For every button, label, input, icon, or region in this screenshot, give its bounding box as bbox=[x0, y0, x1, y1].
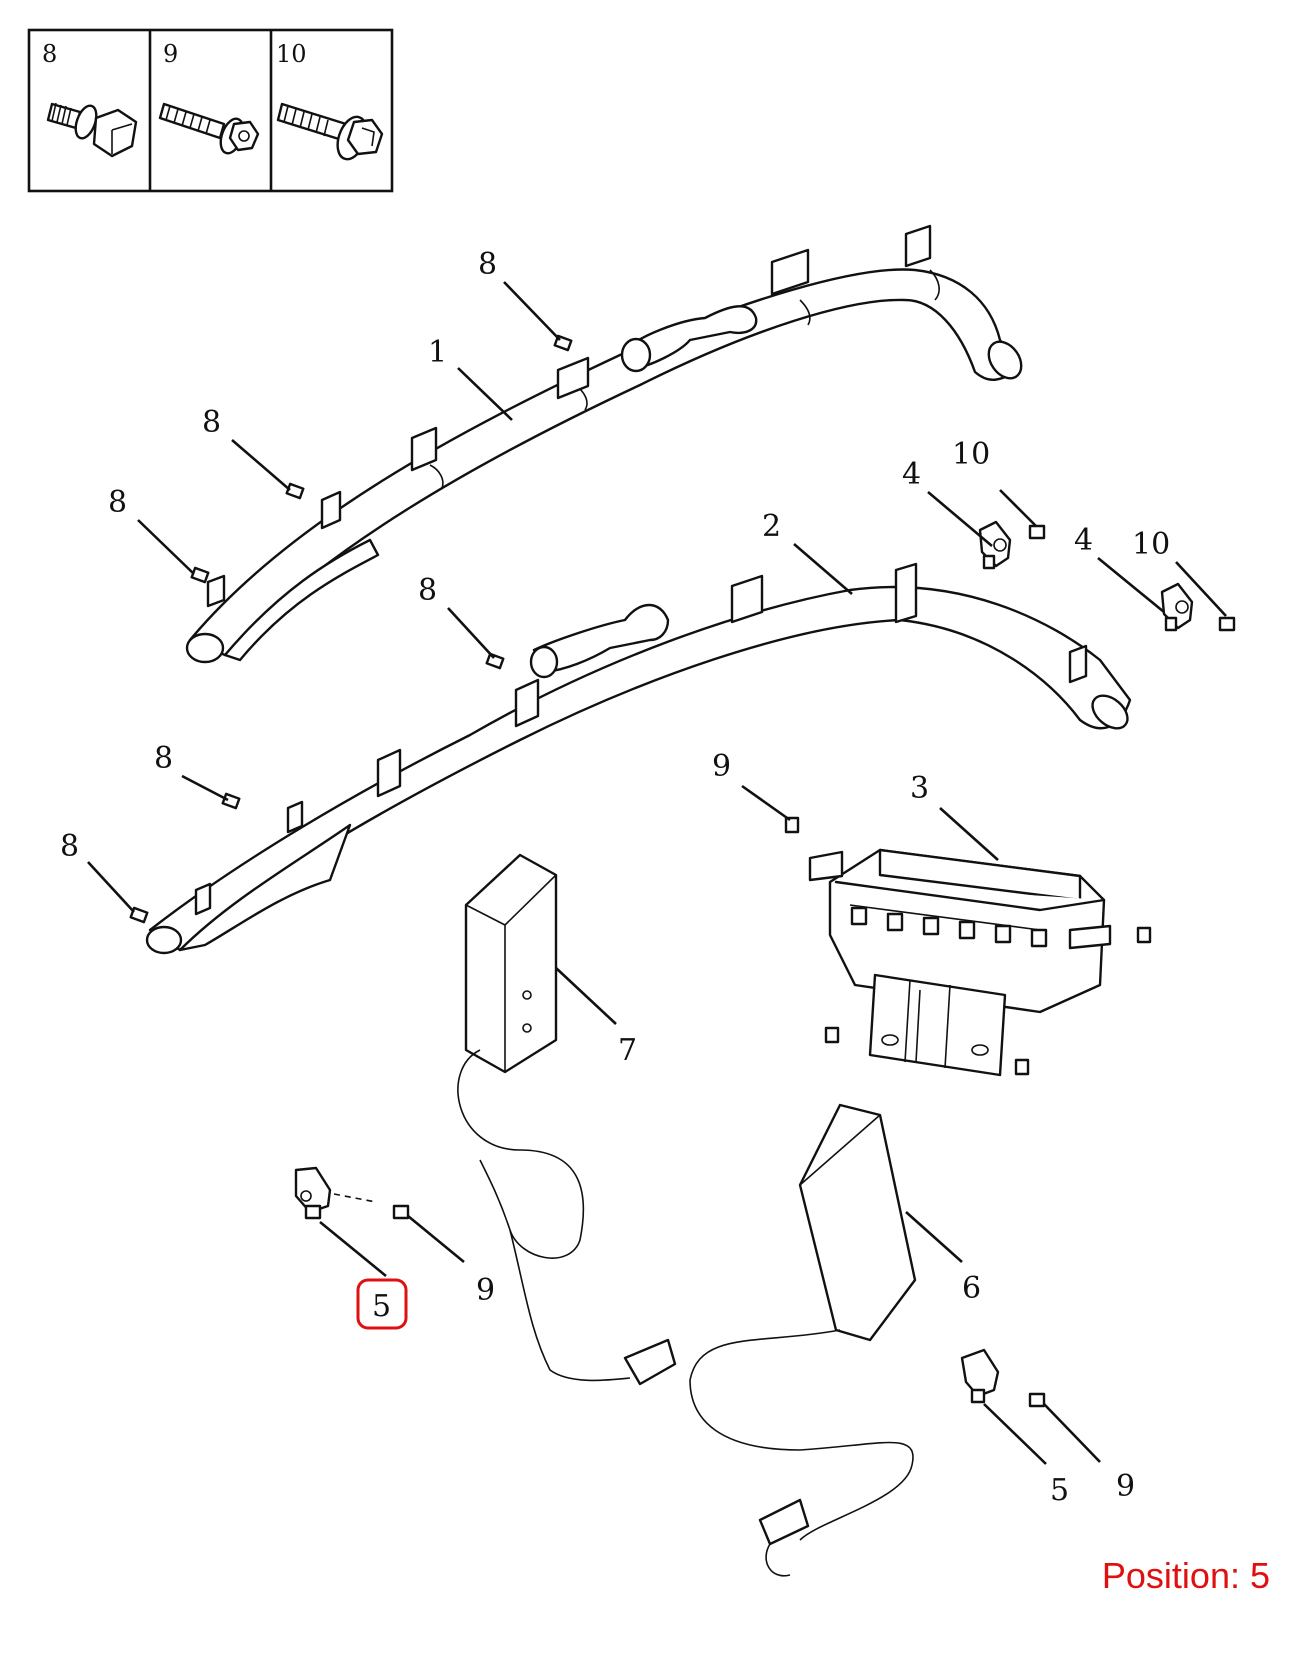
bolt-8c bbox=[190, 566, 210, 584]
position-label: Position: 5 bbox=[1102, 1555, 1270, 1596]
callout-9b: 9 bbox=[476, 1273, 495, 1308]
callout-8a: 8 bbox=[478, 247, 497, 282]
callout-3: 3 bbox=[910, 771, 929, 806]
bolt-8b bbox=[285, 482, 305, 500]
callout-5b: 5 bbox=[1050, 1473, 1069, 1508]
callout-8c: 8 bbox=[108, 485, 127, 520]
callout-4a: 4 bbox=[902, 457, 921, 492]
leader-lines bbox=[87, 281, 1227, 1465]
bolt-8e bbox=[221, 792, 241, 810]
legend-label-10: 10 bbox=[276, 40, 307, 68]
side-airbag-module-6 bbox=[689, 1103, 917, 1577]
callout-10a: 10 bbox=[952, 437, 990, 472]
callout-8e: 8 bbox=[154, 741, 173, 776]
flange-bolt-large-icon bbox=[276, 102, 384, 161]
bolt-extra-b bbox=[824, 1026, 840, 1044]
bolt-extra-a bbox=[1136, 926, 1152, 944]
legend-label-8: 8 bbox=[42, 40, 57, 68]
bolt-9a bbox=[784, 816, 800, 834]
callout-6: 6 bbox=[962, 1271, 981, 1306]
bolt-8d bbox=[485, 652, 505, 670]
bolt-extra-c bbox=[1014, 1058, 1030, 1076]
fastener-legend: 8 9 10 bbox=[27, 28, 394, 193]
callout-7: 7 bbox=[618, 1033, 637, 1068]
bolt-10a bbox=[1028, 524, 1046, 540]
bolt-10b bbox=[1218, 616, 1236, 632]
bolt-9b bbox=[392, 1204, 410, 1220]
legend-label-9: 9 bbox=[163, 40, 178, 68]
curtain-airbag-upper bbox=[185, 224, 1023, 664]
impact-sensor-4a bbox=[978, 520, 1012, 570]
callout-10b: 10 bbox=[1132, 527, 1170, 562]
callout-5a: 5 bbox=[372, 1289, 391, 1324]
callout-9a: 9 bbox=[712, 749, 731, 784]
callout-4b: 4 bbox=[1074, 523, 1093, 558]
callout-8b: 8 bbox=[202, 405, 221, 440]
callout-5-highlighted[interactable]: 5 bbox=[356, 1278, 408, 1330]
bolt-8f bbox=[129, 906, 149, 924]
impact-sensor-4b bbox=[1160, 582, 1194, 632]
sensor-5b bbox=[960, 1348, 1000, 1404]
sensor-5a bbox=[294, 1166, 377, 1220]
callout-8f: 8 bbox=[60, 829, 79, 864]
callout-9c: 9 bbox=[1116, 1469, 1135, 1504]
curtain-airbag-lower bbox=[145, 562, 1132, 955]
passenger-airbag-module bbox=[808, 848, 1112, 1077]
callout-1: 1 bbox=[428, 335, 447, 370]
flange-bolt-small-icon bbox=[158, 102, 260, 155]
side-airbag-module-7 bbox=[457, 853, 677, 1386]
hex-bolt-washer-icon bbox=[46, 102, 138, 158]
callout-2: 2 bbox=[762, 509, 781, 544]
bolt-9c bbox=[1028, 1392, 1046, 1408]
highlight-box bbox=[356, 1278, 408, 1330]
callout-8d: 8 bbox=[418, 573, 437, 608]
